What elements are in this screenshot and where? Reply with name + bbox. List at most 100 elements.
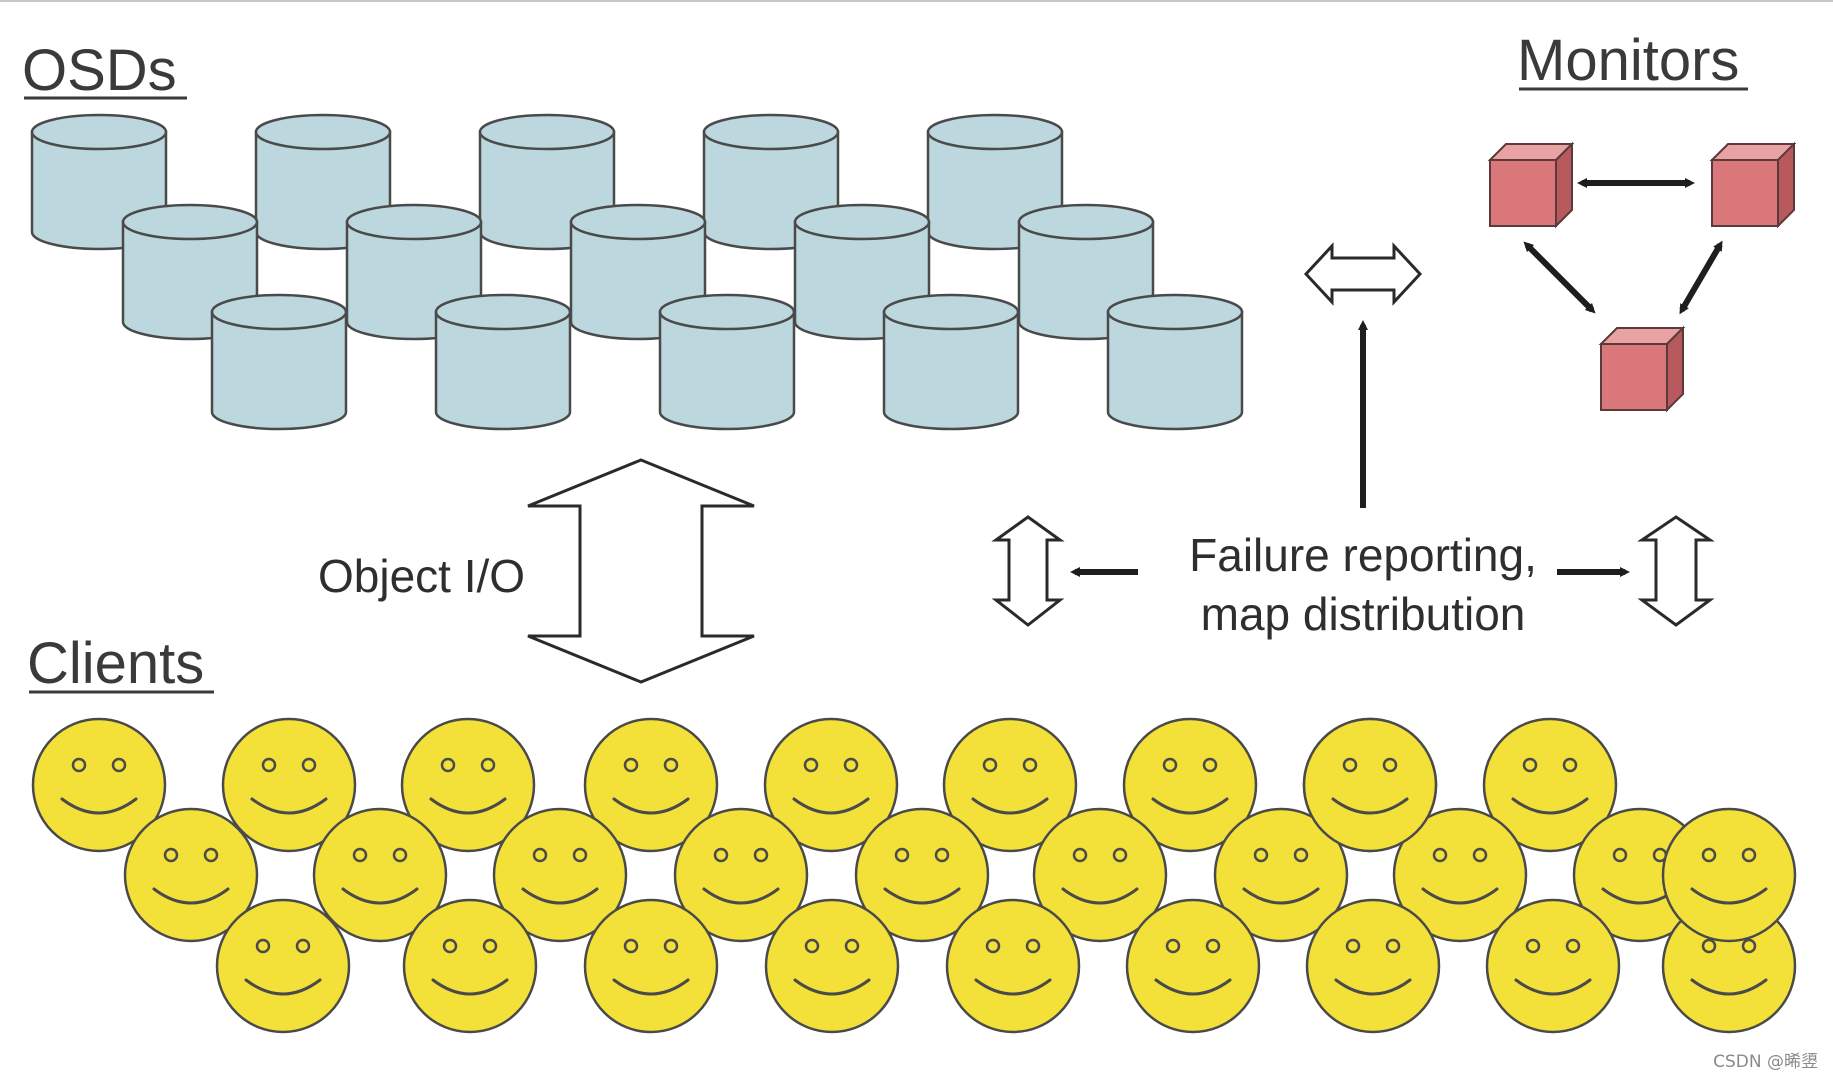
smiley-eye (753, 847, 769, 863)
client-smiley (123, 807, 259, 943)
smiley-eye (1612, 847, 1628, 863)
monitor-links (1523, 178, 1723, 315)
smiley-mouth (974, 978, 1052, 996)
monitors-title: Monitors (1517, 28, 1739, 93)
smiley-eye (894, 847, 910, 863)
smiley-eye (301, 757, 317, 773)
smiley-mouth (60, 797, 138, 815)
smiley-eye (982, 757, 998, 773)
smiley-eye (803, 757, 819, 773)
osd-disk (434, 293, 572, 431)
left-hollow-vertical-arrow (991, 515, 1065, 627)
client-smiley (1122, 717, 1258, 853)
failure-label-line2: map distribution (1201, 588, 1526, 640)
monitor-node (1598, 325, 1686, 413)
client-smiley (1661, 807, 1797, 943)
client-smiley (492, 807, 628, 943)
smiley-eye (1741, 847, 1757, 863)
osd-disk-cluster (30, 113, 1244, 431)
osd-disk (658, 293, 796, 431)
smiley-mouth (431, 978, 509, 996)
smiley-mouth (429, 797, 507, 815)
smiley-eye (1162, 757, 1178, 773)
smiley-eye (663, 757, 679, 773)
smiley-eye (440, 757, 456, 773)
smiley-eye (1701, 938, 1717, 954)
smiley-eye (1205, 938, 1221, 954)
smiley-mouth (702, 887, 780, 905)
client-smiley (942, 717, 1078, 853)
smiley-eye (713, 847, 729, 863)
object-io-label: Object I/O (318, 550, 525, 602)
smiley-mouth (521, 887, 599, 905)
client-smiley (1305, 898, 1441, 1034)
smiley-eye (442, 938, 458, 954)
top-border (0, 0, 1833, 2)
osds-title: OSDs (22, 38, 177, 103)
smiley-mouth (1331, 797, 1409, 815)
right-hollow-vertical-arrow (1637, 515, 1715, 627)
smiley-eye (844, 938, 860, 954)
smiley-mouth (793, 978, 871, 996)
smiley-eye (1342, 757, 1358, 773)
client-smiley (31, 717, 167, 853)
smiley-eye (623, 938, 639, 954)
clients-title: Clients (27, 631, 204, 696)
smiley-mouth (341, 887, 419, 905)
smiley-eye (843, 757, 859, 773)
monitor-node (1709, 141, 1797, 229)
client-smiley (1302, 717, 1438, 853)
osds-heading: OSDs (22, 38, 187, 103)
smiley-eye (480, 757, 496, 773)
monitor-cluster (1487, 141, 1797, 413)
smiley-eye (255, 938, 271, 954)
smiley-mouth (1151, 797, 1229, 815)
smiley-eye (71, 757, 87, 773)
smiley-eye (1382, 757, 1398, 773)
smiley-eye (1565, 938, 1581, 954)
smiley-eye (1253, 847, 1269, 863)
smiley-eye (1701, 847, 1717, 863)
smiley-eye (1112, 847, 1128, 863)
monitor-node (1487, 141, 1575, 229)
osd-monitor-hollow-double-arrow (1303, 242, 1423, 306)
watermark: CSDN @晞䇓 (1713, 1051, 1818, 1072)
client-smiley (221, 717, 357, 853)
smiley-eye (1741, 938, 1757, 954)
clients-heading: Clients (27, 631, 214, 696)
smiley-eye (1562, 757, 1578, 773)
client-smiley (215, 898, 351, 1034)
smiley-mouth (1334, 978, 1412, 996)
smiley-eye (111, 757, 127, 773)
smiley-mouth (152, 887, 230, 905)
smiley-eye (1022, 757, 1038, 773)
client-cluster (31, 717, 1797, 1034)
client-smiley (1213, 807, 1349, 943)
client-smiley (1485, 898, 1621, 1034)
smiley-eye (295, 938, 311, 954)
client-smiley (583, 898, 719, 1034)
smiley-mouth (883, 887, 961, 905)
smiley-eye (623, 757, 639, 773)
monitor-link-left-arrow (1523, 241, 1596, 314)
smiley-eye (1385, 938, 1401, 954)
smiley-eye (1072, 847, 1088, 863)
osd-disk (210, 293, 348, 431)
smiley-eye (804, 938, 820, 954)
client-smiley (763, 717, 899, 853)
smiley-eye (1165, 938, 1181, 954)
smiley-eye (163, 847, 179, 863)
smiley-mouth (1154, 978, 1232, 996)
smiley-mouth (1690, 978, 1768, 996)
smiley-mouth (792, 797, 870, 815)
monitors-heading: Monitors (1517, 28, 1748, 93)
smiley-mouth (971, 797, 1049, 815)
monitor-link-right-arrow (1679, 240, 1723, 315)
client-smiley (583, 717, 719, 853)
client-smiley (673, 807, 809, 943)
client-smiley (945, 898, 1081, 1034)
osd-disk (254, 113, 392, 251)
smiley-eye (1472, 847, 1488, 863)
smiley-eye (572, 847, 588, 863)
smiley-eye (203, 847, 219, 863)
